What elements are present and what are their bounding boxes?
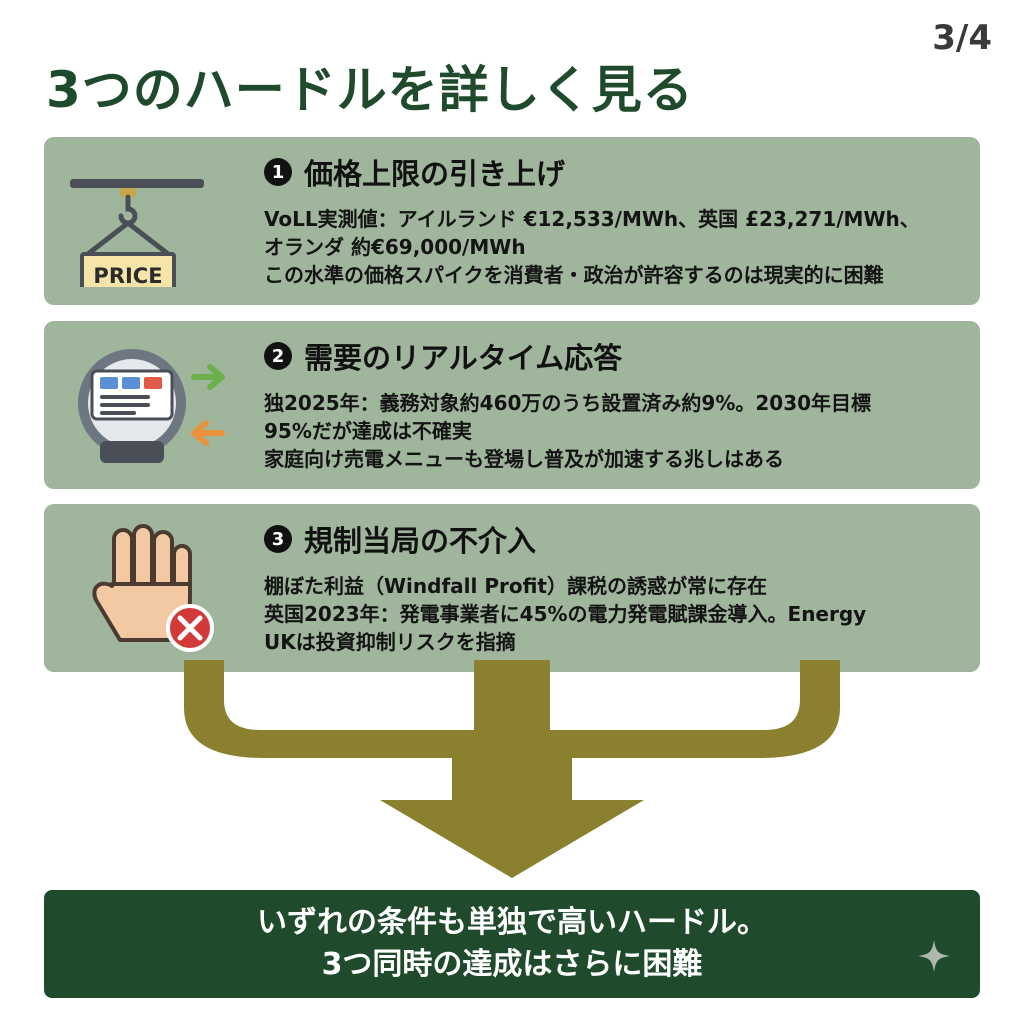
smart-meter-icon (78, 349, 225, 463)
merge-arrow-icon (184, 660, 840, 878)
raised-hand-icon (92, 524, 214, 652)
card-title: 需要のリアルタイム応答 (304, 341, 623, 375)
card-title: 規制当局の不介入 (304, 524, 537, 558)
card-text: 棚ぼた利益（Windfall Profit）課税の誘惑が常に存在 (264, 574, 767, 598)
hurdle-card-regulator: 3 規制当局の不介入 棚ぼた利益（Windfall Profit）課税の誘惑が常… (44, 504, 980, 672)
conclusion-text: 3つ同時の達成はさらに困難 (321, 947, 703, 982)
card-text: VoLL実測値：アイルランド €12,533/MWh、英国 £23,271/MW… (264, 207, 920, 231)
card-text: UKは投資抑制リスクを指摘 (264, 630, 516, 654)
card-text: 独2025年：義務対象約460万のうち設置済み約9%。2030年目標 (264, 391, 872, 415)
number-badge: 3 (264, 525, 292, 553)
number-badge: 1 (264, 158, 292, 186)
hurdle-card-price-cap: PRICE 1 価格上限の引き上げ VoLL実測値：アイルランド €12,533… (44, 137, 980, 305)
hurdle-card-demand-response: 2 需要のリアルタイム応答 独2025年：義務対象約460万のうち設置済み約9%… (44, 321, 980, 489)
conclusion-text: いずれの条件も単独で高いハードル。 (257, 905, 767, 940)
number-badge: 2 (264, 342, 292, 370)
page-title: 3つのハードルを詳しく見る (46, 61, 694, 119)
card-text: 英国2023年：発電事業者に45%の電力発電賦課金導入。Energy (264, 602, 867, 626)
conclusion-box: いずれの条件も単独で高いハードル。 3つ同時の達成はさらに困難 (44, 890, 980, 998)
page-number: 3/4 (932, 18, 992, 58)
card-title: 価格上限の引き上げ (304, 157, 566, 191)
price-sign-label: PRICE (93, 264, 162, 287)
card-text: オランダ 約€69,000/MWh (264, 235, 526, 259)
price-sign-icon: PRICE (70, 179, 204, 287)
card-text: 家庭向け売電メニューも登場し普及が加速する兆しはある (264, 447, 784, 471)
card-text: 95%だが達成は不確実 (264, 419, 472, 443)
card-text: この水準の価格スパイクを消費者・政治が許容するのは現実的に困難 (264, 263, 884, 287)
sparkle-icon (918, 940, 950, 972)
